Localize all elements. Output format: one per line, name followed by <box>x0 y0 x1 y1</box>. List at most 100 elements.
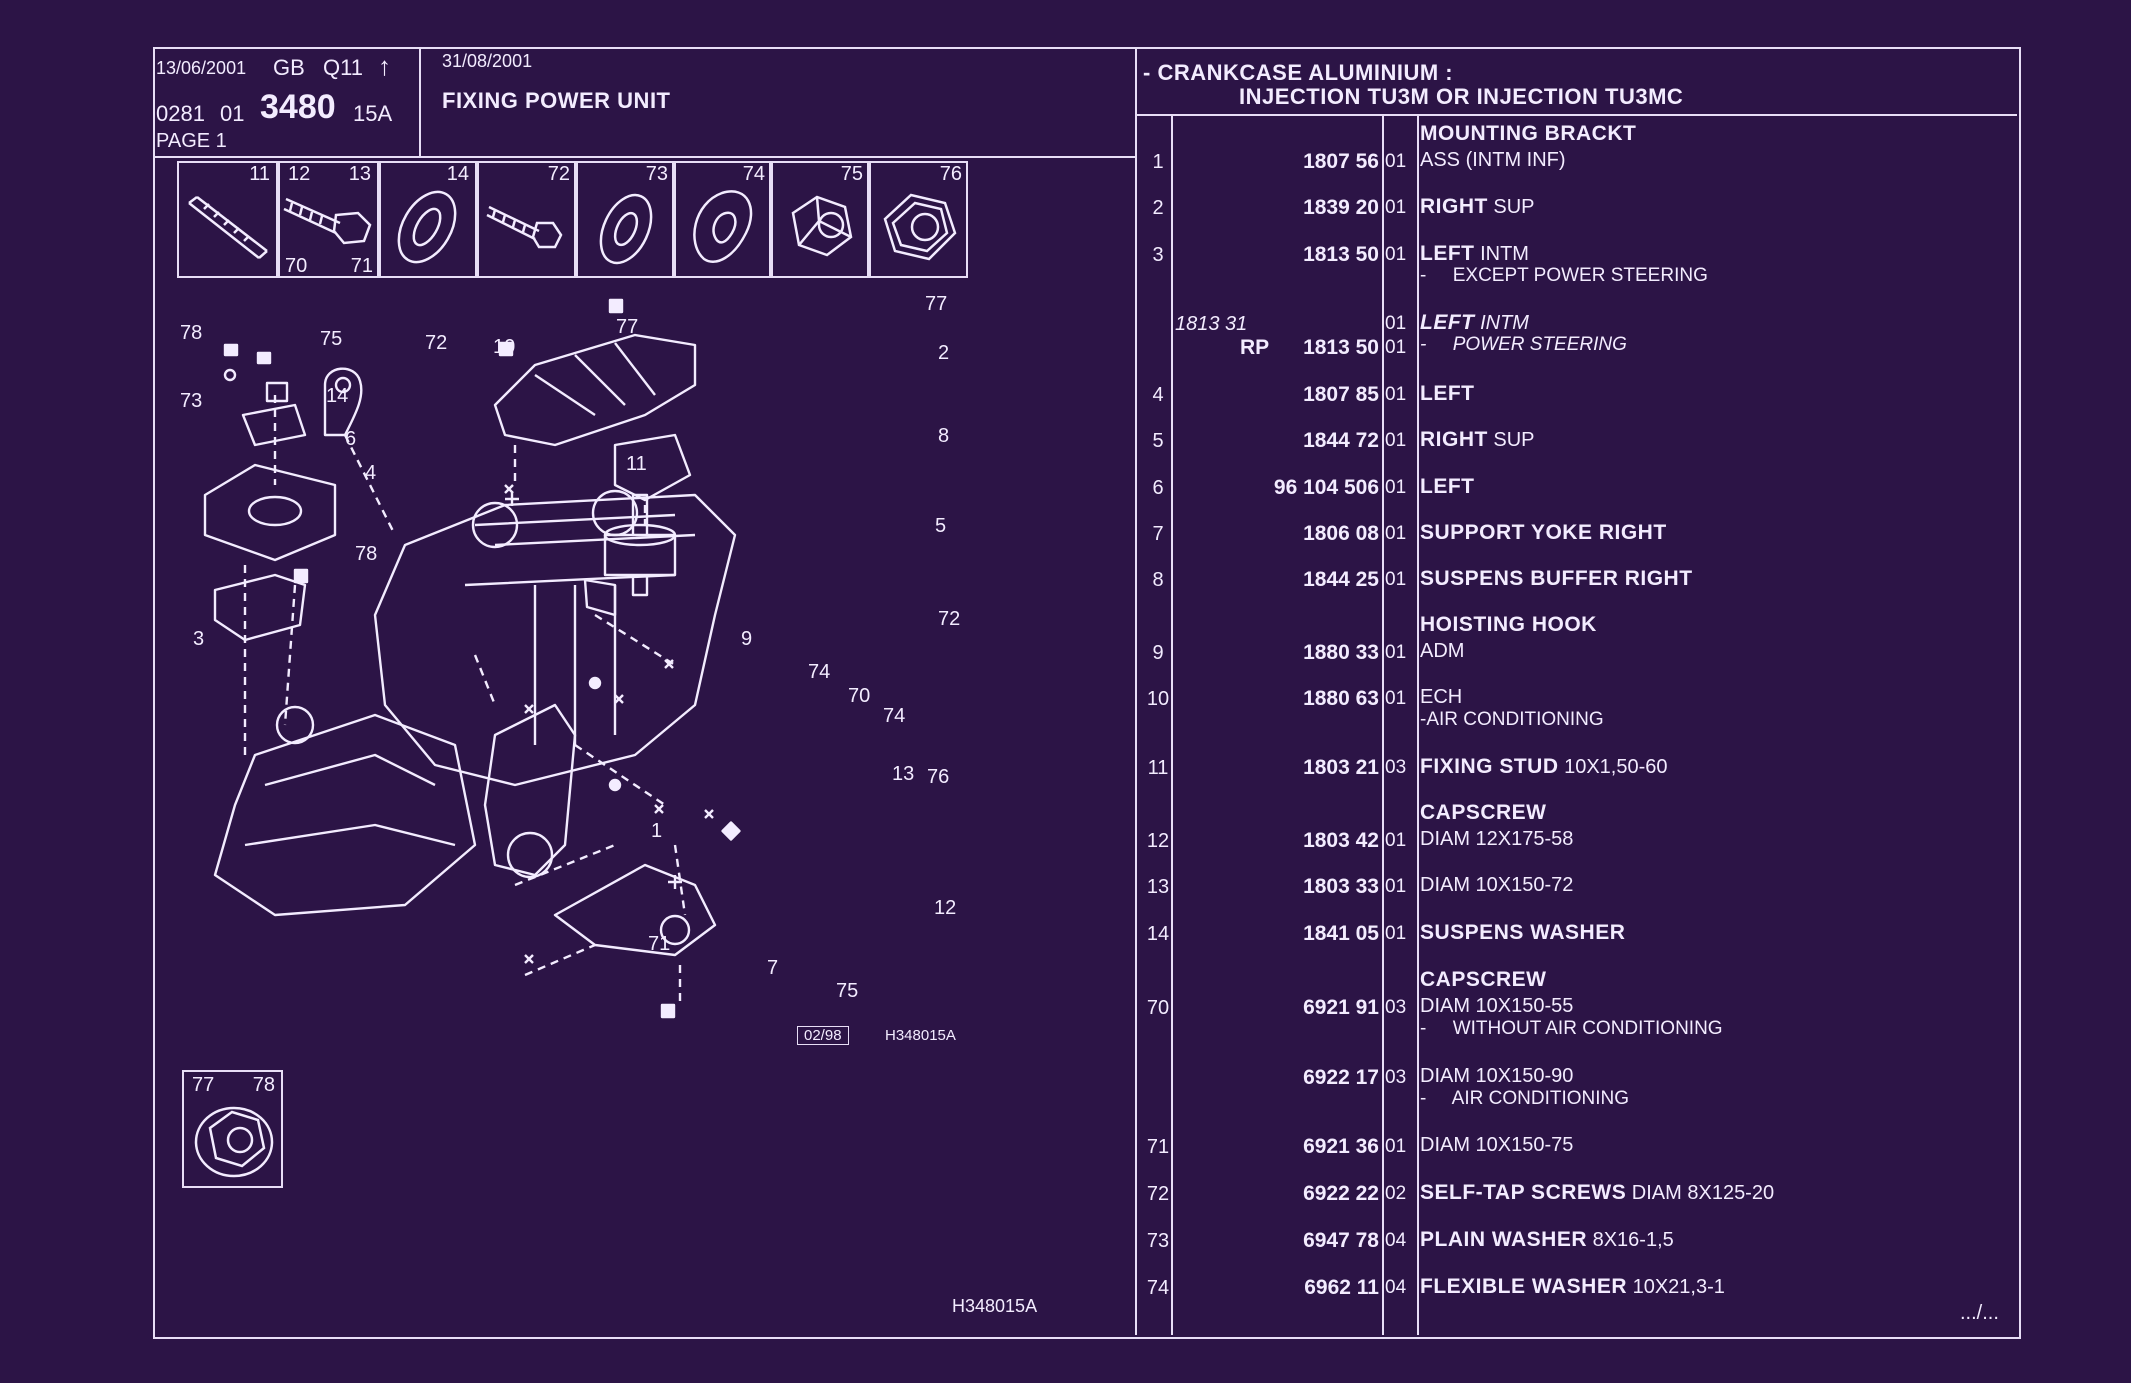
part-group-header: MOUNTING BRACKT <box>1420 122 1637 145</box>
part-qty: 01 <box>1385 923 1407 944</box>
divider <box>1417 116 1419 1335</box>
part-qty: 01 <box>1385 688 1407 709</box>
part-desc: FIXING STUD 10X1,50-60 <box>1420 755 1668 778</box>
part-desc: LEFT INTM <box>1420 242 1529 265</box>
washer-icon <box>599 193 653 265</box>
part-desc: FLEXIBLE WASHER 10X21,3-1 <box>1420 1275 1725 1298</box>
callout: 14 <box>326 385 349 407</box>
thumb-ref: 73 <box>645 163 668 185</box>
part-number: 6922 22 <box>1303 1182 1379 1205</box>
part-index: 8 <box>1152 569 1164 591</box>
divider <box>153 156 1135 158</box>
part-desc: LEFT <box>1420 475 1475 498</box>
section-line1: - CRANKCASE ALUMINIUM : <box>1143 60 1454 85</box>
part-number: 1807 56 <box>1303 150 1379 173</box>
part-desc: DIAM 10X150-55 <box>1420 995 1574 1017</box>
part-number: 1880 33 <box>1303 641 1379 664</box>
part-sub: - POWER STEERING <box>1420 334 1627 355</box>
part-number: 1807 85 <box>1303 383 1379 406</box>
part-index: 5 <box>1152 430 1164 452</box>
part-number: 1803 42 <box>1303 829 1379 852</box>
part-desc: SUSPENS BUFFER RIGHT <box>1420 567 1693 590</box>
callout: 6 <box>345 428 357 450</box>
header-ref-a: 0281 <box>156 101 205 126</box>
part-number: 6921 36 <box>1303 1135 1379 1158</box>
part-group-header: HOISTING HOOK <box>1420 613 1597 636</box>
thumb-ref: 71 <box>350 255 373 277</box>
part-desc: ADM <box>1420 640 1465 662</box>
part-qty: 03 <box>1385 757 1407 778</box>
callout: 13 <box>892 763 915 785</box>
header-page: PAGE 1 <box>156 130 227 152</box>
inset-box: 77 78 <box>182 1070 283 1188</box>
washer-icon <box>397 190 457 264</box>
left-mount <box>203 463 337 562</box>
header-country: GB <box>273 55 305 80</box>
diagram-date-box: 02/98 <box>797 1026 849 1045</box>
part-desc: SUPPORT YOKE RIGHT <box>1420 521 1667 544</box>
thumb-ref: 74 <box>742 163 765 185</box>
washer-icon <box>693 190 753 263</box>
part-index: 72 <box>1146 1183 1170 1205</box>
page-title: FIXING POWER UNIT <box>442 88 671 113</box>
part-desc: ECH <box>1420 686 1463 708</box>
thumb-ref: 11 <box>249 163 270 185</box>
part-qty: 01 <box>1385 430 1407 451</box>
divider <box>419 49 421 158</box>
part-qty: 04 <box>1385 1230 1407 1251</box>
part-qty: 01 <box>1385 337 1407 358</box>
callout: 4 <box>365 462 377 484</box>
part-desc: DIAM 10X150-75 <box>1420 1134 1574 1156</box>
part-desc: DIAM 10X150-72 <box>1420 874 1574 896</box>
thumb-stud: 11 <box>177 161 278 278</box>
part-number: 1839 20 <box>1303 196 1379 219</box>
part-qty: 01 <box>1385 244 1407 265</box>
part-qty: 01 <box>1385 523 1407 544</box>
callout: 1 <box>651 820 663 842</box>
callout: 7 <box>767 957 779 979</box>
part-index: 7 <box>1152 523 1164 545</box>
part-group-header: CAPSCREW <box>1420 968 1547 991</box>
callout: 3 <box>193 628 205 650</box>
part-number: 6962 11 <box>1304 1276 1379 1299</box>
thumb-ref: 72 <box>547 163 570 185</box>
divider <box>1171 116 1173 1335</box>
part-number: 1813 50 <box>1303 243 1379 266</box>
callout: 10 <box>493 336 516 358</box>
callout: 77 <box>925 293 948 315</box>
part-desc: SUSPENS WASHER <box>1420 921 1626 944</box>
thumb-plain-washer: 73 <box>576 161 674 278</box>
left-bracket <box>213 573 307 642</box>
thumb-flexible-washer: 74 <box>674 161 771 278</box>
callout: 75 <box>320 328 343 350</box>
nut-icon <box>791 195 853 257</box>
part-number: 6947 78 <box>1303 1229 1379 1252</box>
part-number: 1803 33 <box>1303 875 1379 898</box>
part-index: 4 <box>1152 384 1164 406</box>
continued-marker: .../... <box>1960 1302 1999 1324</box>
section-line2: INJECTION TU3M OR INJECTION TU3MC <box>1239 84 1684 109</box>
gearbox <box>213 713 477 917</box>
part-qty: 01 <box>1385 569 1407 590</box>
part-qty: 01 <box>1385 151 1407 172</box>
engine-block <box>373 493 737 787</box>
part-desc: DIAM 10X150-90 <box>1420 1065 1574 1087</box>
part-index: 2 <box>1152 197 1164 219</box>
part-index: 71 <box>1146 1136 1170 1158</box>
part-desc: RIGHT SUP <box>1420 195 1535 218</box>
screw-icon <box>486 205 563 249</box>
divider <box>1135 114 2017 116</box>
part-qty: 01 <box>1385 313 1407 334</box>
part-qty: 03 <box>1385 997 1407 1018</box>
header-ref-suffix: 15A <box>353 101 393 126</box>
part-qty: 01 <box>1385 384 1407 405</box>
thumb-self-tap-screw: 72 <box>477 161 576 278</box>
callout: 78 <box>355 543 378 565</box>
part-desc: SELF-TAP SCREWS DIAM 8X125-20 <box>1420 1181 1775 1204</box>
thumb-ref: 12 <box>288 163 311 185</box>
thumb-flange-nut: 76 <box>869 161 968 278</box>
thumb-ref: 75 <box>840 163 863 185</box>
callout: 5 <box>935 515 947 537</box>
part-number: 1844 72 <box>1303 429 1379 452</box>
part-index: 14 <box>1146 923 1170 945</box>
